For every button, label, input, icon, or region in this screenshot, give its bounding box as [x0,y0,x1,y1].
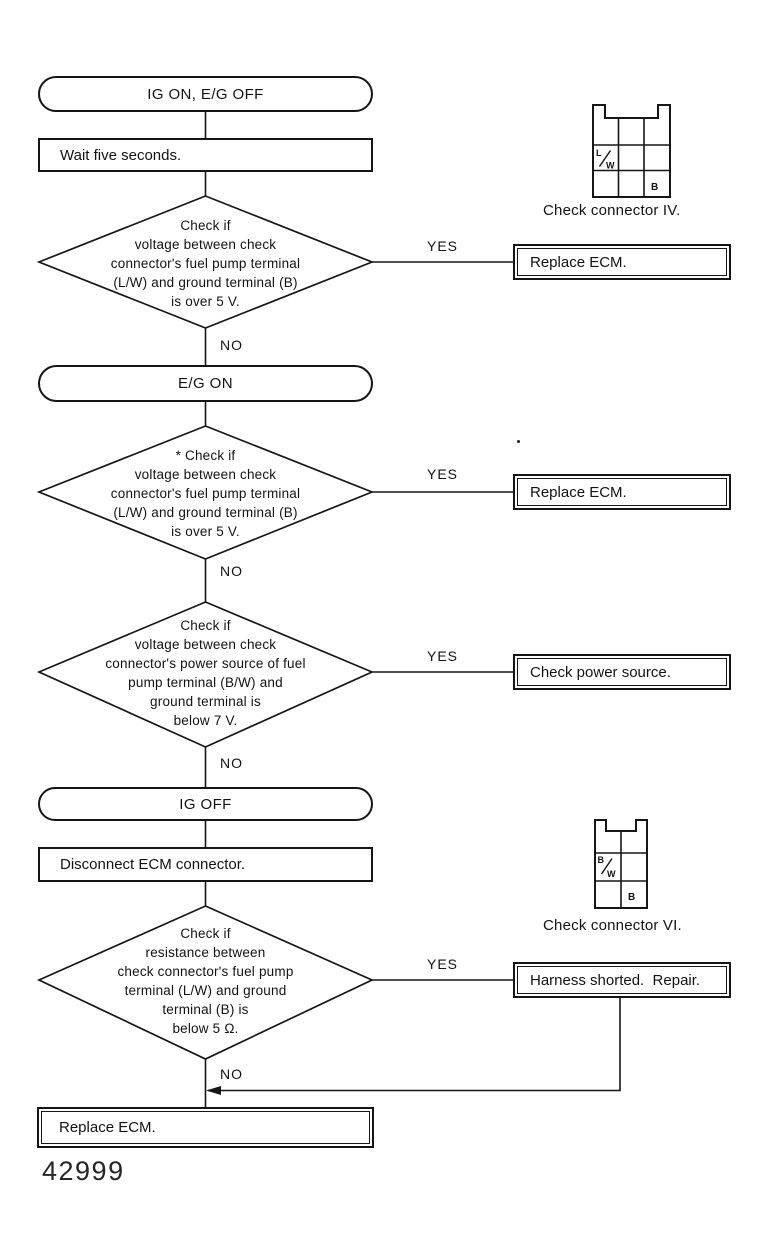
decision-2-shape [36,425,375,560]
connector-vi-caption: Check connector VI. [543,917,682,934]
connector-iv-ground-label: B [651,182,658,193]
connector-iv-diagram: L W B [592,104,671,198]
no-label-1: NO [220,337,243,353]
connector-vi-diagram: B W B [594,819,648,909]
eg-on-terminal: E/G ON [38,365,373,402]
flow-line-harness-replace [208,998,621,1092]
yes-label-4: YES [427,956,459,972]
decision-1-shape [36,195,375,329]
start-terminal: IG ON, E/G OFF [38,76,373,112]
decision-4-shape [36,905,375,1060]
wait-process-box: Wait five seconds. [38,138,373,172]
decision-1-text: Check if voltage between check connector… [110,218,301,309]
replace-ecm-final-label: Replace ECM. [59,1119,156,1136]
connector-iv-pin-bottom-label: W [606,161,615,171]
decision-2-text: * Check if voltage between check connect… [110,448,301,539]
connector-vi-pin-top-label: B [598,855,605,865]
wait-process-label: Wait five seconds. [60,146,182,164]
decision-3-shape [36,601,375,748]
decision-4-text: Check if resistance between check connec… [117,926,294,1036]
connector-iv-pin-top-label: L [596,148,602,158]
connector-vi-pin-slash [600,858,613,875]
eg-on-terminal-label: E/G ON [178,375,233,392]
yes-label-1: YES [427,238,459,254]
connector-vi-ground-label: B [628,892,635,903]
ig-off-terminal: IG OFF [38,787,373,821]
start-terminal-label: IG ON, E/G OFF [147,85,264,103]
connector-iv-caption: Check connector IV. [543,202,681,219]
yes-label-2: YES [427,466,459,482]
scan-speck [517,440,520,443]
disconnect-process-box: Disconnect ECM connector. [38,847,373,882]
connector-iv-outline [592,104,671,198]
replace-ecm-label-2: Replace ECM. [530,483,627,501]
no-label-2: NO [220,563,243,579]
ig-off-terminal-label: IG OFF [179,795,232,813]
no-label-3: NO [220,755,243,771]
disconnect-process-label: Disconnect ECM connector. [60,856,246,873]
connector-iv-pin-slash [598,150,612,167]
check-power-source-label: Check power source. [530,663,671,681]
check-power-source-box: Check power source. [513,654,731,690]
figure-number: 42999 [42,1156,125,1186]
harness-shorted-label: Harness shorted. Repair. [530,971,701,989]
replace-ecm-box-2: Replace ECM. [513,474,731,510]
replace-ecm-label-1: Replace ECM. [530,253,627,271]
replace-ecm-box-1: Replace ECM. [513,244,731,280]
replace-ecm-final-box: Replace ECM. [37,1107,374,1148]
arrowhead-left-icon [206,1086,221,1095]
harness-shorted-box: Harness shorted. Repair. [513,962,731,998]
decision-3-text: Check if voltage between check connector… [105,618,306,728]
yes-label-3: YES [427,648,459,664]
connector-vi-pin-bottom-label: W [607,869,616,879]
no-label-4: NO [220,1066,243,1082]
